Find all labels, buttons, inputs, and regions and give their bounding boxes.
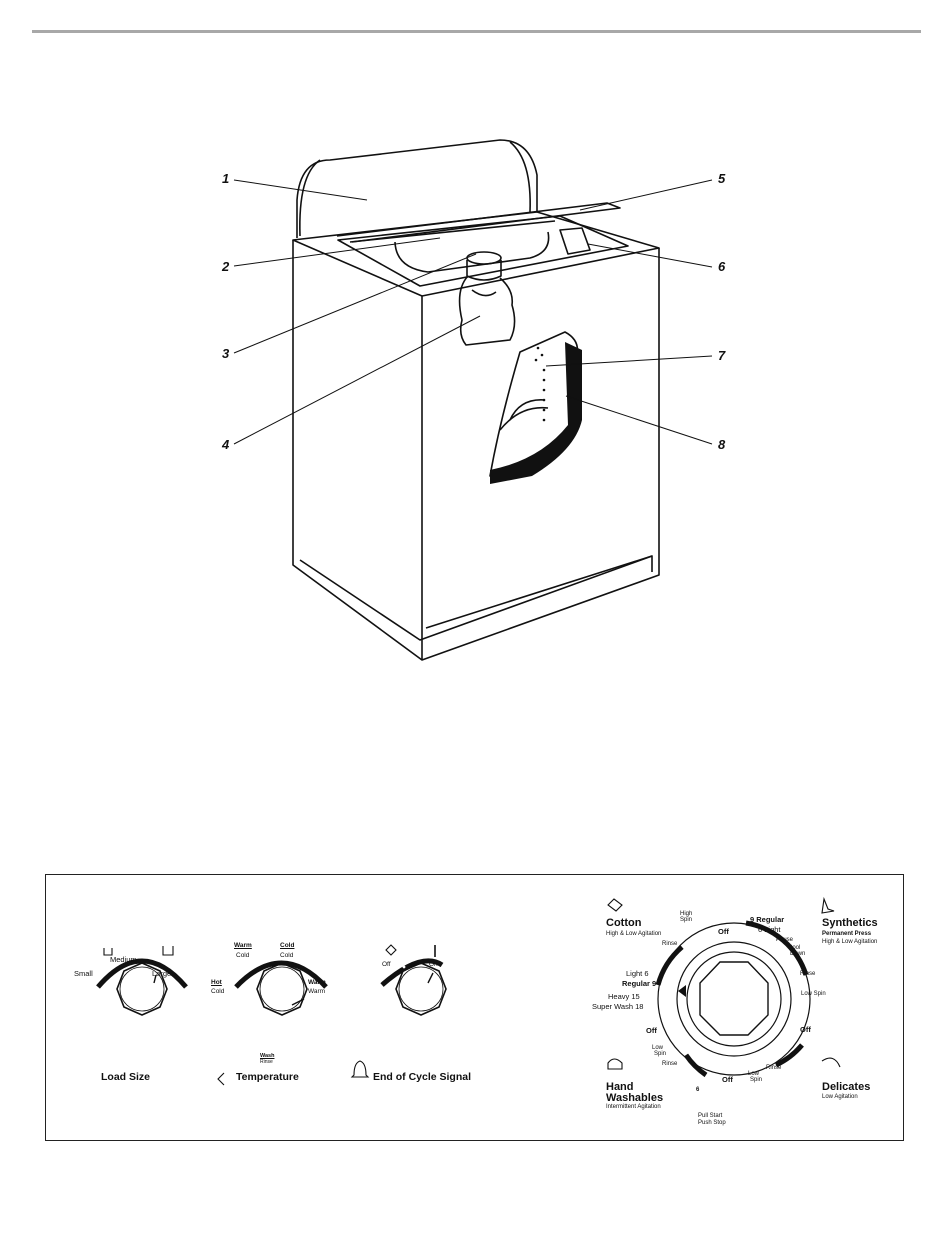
dial-off-top: Off bbox=[718, 927, 729, 936]
end-of-cycle-title: End of Cycle Signal bbox=[373, 1071, 472, 1083]
callout-4: 4 bbox=[222, 437, 230, 452]
signal-off-label: Off bbox=[382, 961, 391, 968]
callout-5: 5 bbox=[718, 171, 726, 186]
dial-off-right: Off bbox=[800, 1025, 811, 1034]
dial-low-spin-left-1: Low bbox=[652, 1045, 664, 1051]
dial-heavy-15: Heavy 15 bbox=[608, 992, 640, 1001]
push-stop-label: Push Stop bbox=[698, 1120, 726, 1126]
dial-cool-1: Cool bbox=[788, 945, 801, 951]
temp-cold-cold-top: Cold bbox=[280, 942, 295, 949]
temp-warm-cold-top: Warm bbox=[234, 942, 252, 949]
load-size-large: Large bbox=[152, 969, 172, 978]
control-panel: Medium Small Large Load Size Warm Cold C… bbox=[45, 874, 904, 1141]
dial-rinse-bottom-left: Rinse bbox=[662, 1061, 678, 1067]
end-of-cycle-knob bbox=[395, 962, 447, 1016]
load-size-knob bbox=[116, 962, 168, 1016]
off-diamond-icon bbox=[385, 944, 397, 956]
dial-low-spin-bottom-1: Low bbox=[748, 1071, 760, 1077]
dial-rinse-right: Rinse bbox=[800, 971, 816, 977]
dial-super-wash-18: Super Wash 18 bbox=[592, 1002, 644, 1011]
dial-9-regular: 9 Regular bbox=[750, 915, 785, 924]
callout-8: 8 bbox=[718, 437, 726, 452]
callout-6: 6 bbox=[718, 259, 726, 274]
dial-off-bottom: Off bbox=[722, 1075, 733, 1084]
dial-high-spin-1: High bbox=[680, 911, 693, 917]
dial-rinse-bottom-right: Rinse bbox=[766, 1065, 782, 1071]
synthetics-subtitle-2: High & Low Agitation bbox=[822, 939, 878, 945]
cotton-title: Cotton bbox=[606, 917, 642, 929]
dial-light-6: Light 6 bbox=[626, 969, 649, 978]
synthetics-title: Synthetics bbox=[822, 917, 878, 929]
dial-low-spin-bottom-2: Spin bbox=[750, 1077, 763, 1083]
temp-cold-cold-bottom: Cold bbox=[280, 952, 294, 959]
temp-hot-cold-top: Hot bbox=[211, 979, 222, 986]
hand-subtitle: Intermittent Agitation bbox=[606, 1104, 661, 1110]
cotton-subtitle: High & Low Agitation bbox=[606, 931, 662, 937]
temp-warm-warm-top: Warm bbox=[308, 979, 326, 986]
small-load-icon bbox=[103, 948, 113, 956]
large-load-icon bbox=[162, 946, 174, 956]
dial-regular-9: Regular 9 bbox=[622, 979, 657, 988]
callout-2: 2 bbox=[222, 259, 230, 274]
header-rule bbox=[32, 30, 921, 33]
load-size-medium: Medium bbox=[110, 955, 137, 964]
panel-graphics bbox=[96, 896, 841, 1086]
washer-illustration bbox=[233, 139, 713, 661]
cotton-icon bbox=[607, 898, 623, 912]
synthetics-icon bbox=[821, 896, 835, 914]
dial-rinse-top: Rinse bbox=[662, 941, 678, 947]
temp-wash-label: Wash bbox=[260, 1053, 275, 1059]
temperature-icon bbox=[217, 1072, 225, 1086]
synthetics-subtitle-1: Permanent Press bbox=[822, 931, 872, 937]
callout-7: 7 bbox=[718, 348, 726, 363]
dial-off-left: Off bbox=[646, 1026, 657, 1035]
delicates-title: Delicates bbox=[822, 1081, 871, 1093]
dial-high-spin-2: Spin bbox=[680, 917, 693, 923]
callout-1: 1 bbox=[222, 171, 230, 186]
dial-6-bottom: 6 bbox=[696, 1087, 700, 1093]
signal-on-label: On bbox=[429, 961, 438, 968]
hand-wash-icon bbox=[607, 1058, 623, 1070]
temp-warm-cold-bottom: Cold bbox=[236, 952, 250, 959]
load-size-small: Small bbox=[74, 969, 93, 978]
temp-rinse-label: Rinse bbox=[260, 1059, 273, 1065]
dial-low-spin-left-2: Spin bbox=[654, 1051, 667, 1057]
hand-title-1: Hand bbox=[606, 1081, 634, 1093]
load-size-title: Load Size bbox=[101, 1071, 151, 1083]
hand-title-2: Washables bbox=[606, 1092, 664, 1104]
pull-start-label: Pull Start bbox=[698, 1113, 723, 1119]
temp-warm-warm-bottom: Warm bbox=[308, 988, 326, 995]
cycle-knob bbox=[699, 961, 769, 1036]
dial-cool-2: Down bbox=[790, 951, 806, 957]
delicates-icon bbox=[821, 1057, 841, 1068]
temperature-knob bbox=[256, 962, 308, 1016]
dial-6-right: 6 bbox=[794, 1049, 798, 1055]
temp-hot-cold-bottom: Cold bbox=[211, 988, 225, 995]
delicates-subtitle: Low Agitation bbox=[822, 1094, 858, 1100]
bell-icon bbox=[350, 1060, 370, 1078]
callout-3: 3 bbox=[222, 346, 230, 361]
temperature-title: Temperature bbox=[236, 1071, 299, 1083]
dial-pause: Pause bbox=[776, 937, 794, 943]
dial-6-light: 6 Light bbox=[758, 925, 781, 934]
dial-low-spin-right: Low Spin bbox=[801, 991, 826, 997]
